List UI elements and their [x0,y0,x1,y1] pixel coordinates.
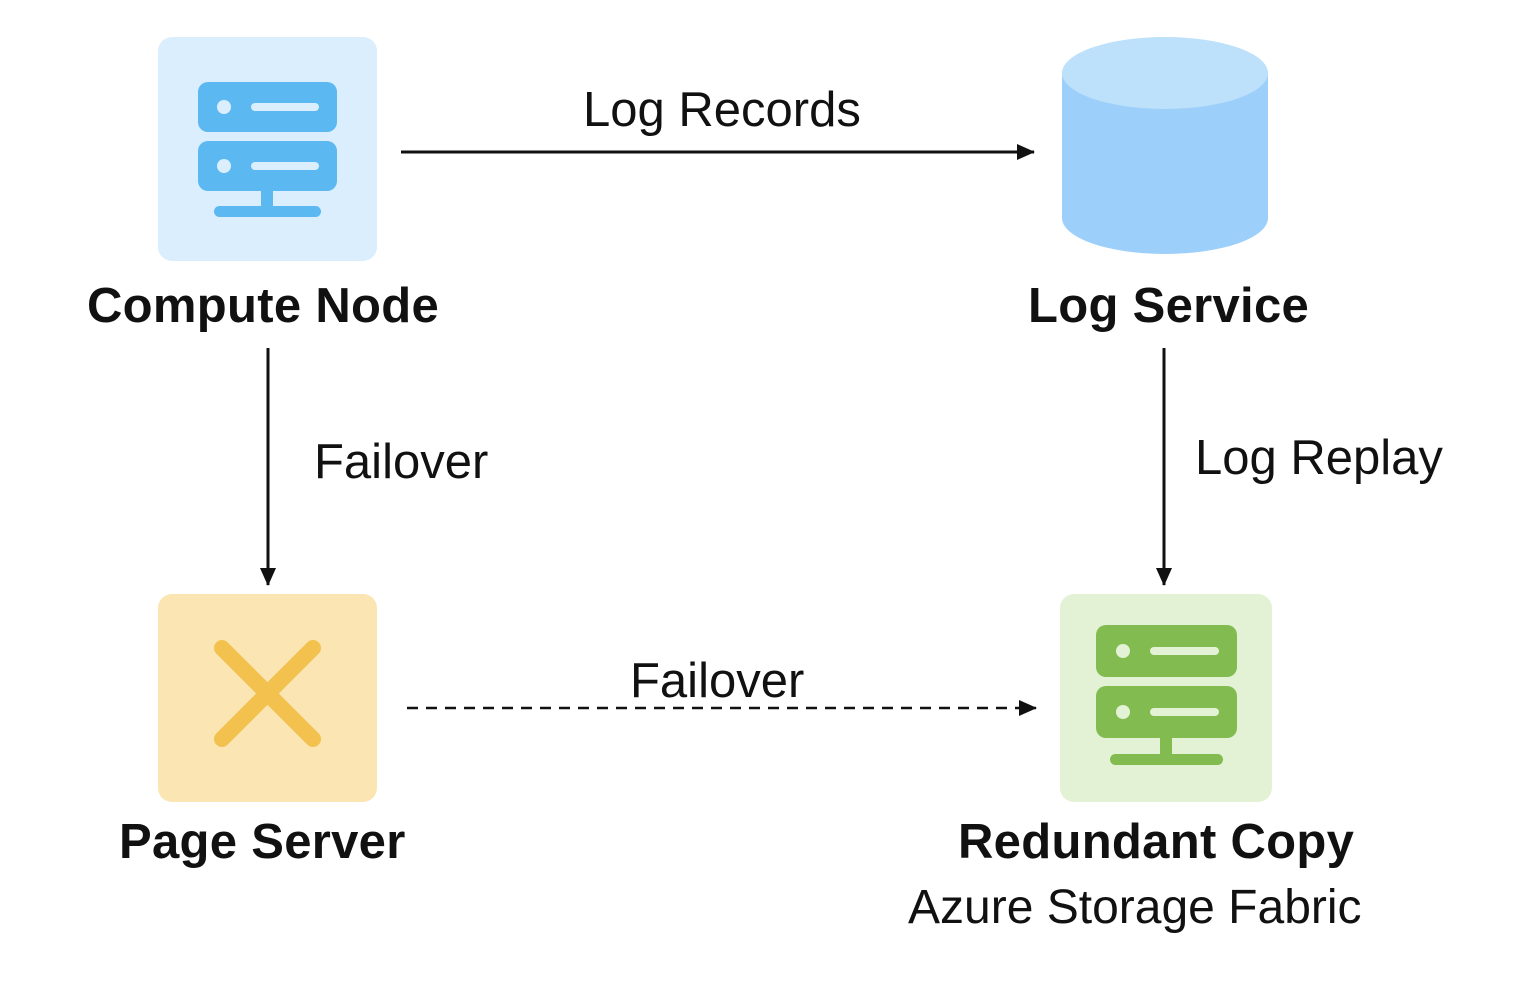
compute-node-label: Compute Node [87,279,440,333]
edge-label-failover-vertical: Failover [314,435,489,489]
edge-label-failover-horizontal: Failover [630,654,805,708]
database-cylinder-icon [1062,37,1268,254]
redundant-server-icon [1096,625,1237,765]
compute-server-icon [198,82,337,217]
edge-label-log-records: Log Records [583,83,861,137]
x-mark-icon [214,640,321,747]
log-service-label: Log Service [1028,279,1310,333]
redundant-copy-sublabel: Azure Storage Fabric [908,881,1362,934]
edge-label-log-replay: Log Replay [1195,431,1443,485]
page-server-label: Page Server [119,815,406,869]
redundant-copy-label: Redundant Copy [958,815,1355,869]
